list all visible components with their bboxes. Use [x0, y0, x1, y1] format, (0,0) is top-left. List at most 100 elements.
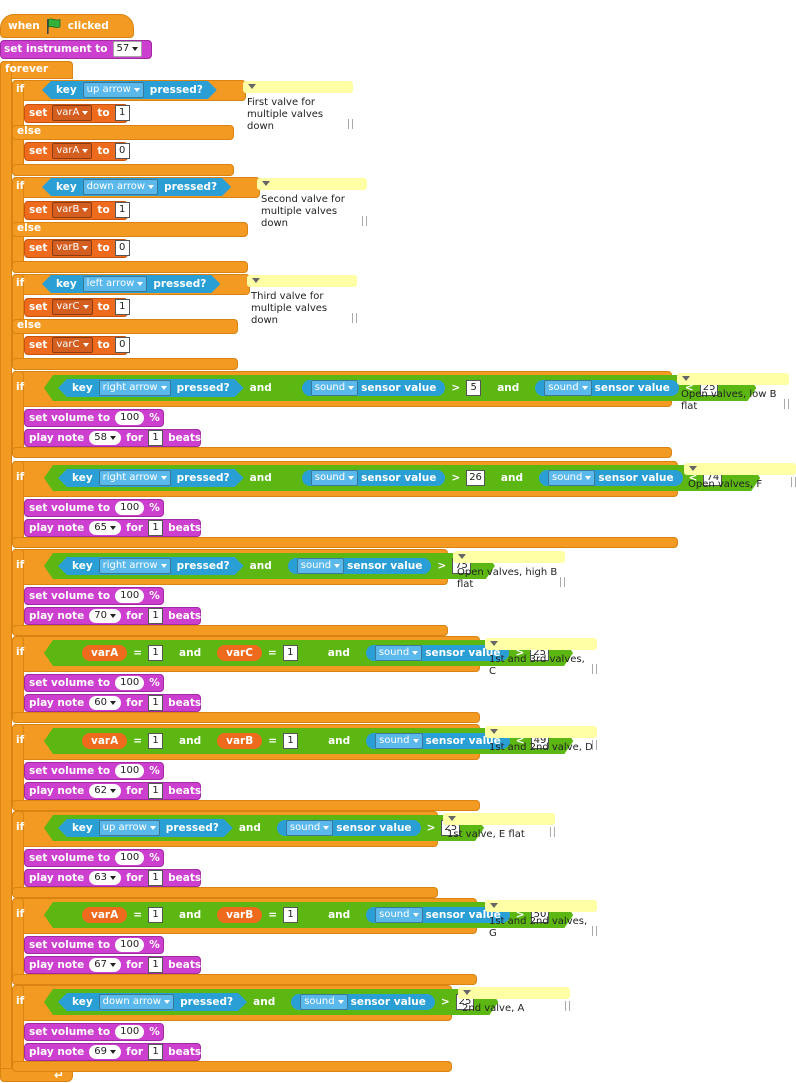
volume-field[interactable]: 100 [115, 1025, 145, 1039]
variable-dropdown[interactable]: varA [52, 143, 93, 159]
first-variable-reporter[interactable]: varA [82, 733, 127, 749]
beats-field[interactable]: 1 [148, 520, 164, 536]
comment-collapse-icon[interactable] [677, 373, 789, 385]
comment[interactable]: 1st valve, E flat [443, 813, 555, 841]
inner-key-dropdown[interactable]: up arrow [99, 820, 160, 836]
first-value-field[interactable]: 1 [148, 733, 163, 749]
first-sensor-dropdown[interactable]: sound [311, 470, 358, 486]
second-value-field[interactable]: 1 [283, 733, 298, 749]
second-sensor-dropdown[interactable]: sound [548, 470, 595, 486]
variable-dropdown[interactable]: varC [52, 337, 93, 353]
volume-field[interactable]: 100 [115, 938, 145, 952]
first-threshold-field[interactable]: 5 [466, 380, 481, 396]
second-sensor-dropdown[interactable]: sound [544, 380, 591, 396]
comment[interactable]: Open valves, F [684, 463, 796, 491]
instrument-dropdown[interactable]: 57 [112, 41, 143, 57]
volume-field[interactable]: 100 [115, 411, 145, 425]
comment[interactable]: 1st and 3rd valves, C [485, 638, 597, 678]
comment-collapse-icon[interactable] [684, 463, 796, 475]
variable-dropdown[interactable]: varB [52, 202, 93, 218]
comment[interactable]: First valve for multiple valves down [243, 81, 353, 133]
comment-resize-handle[interactable] [362, 216, 367, 226]
volume-field[interactable]: 100 [115, 501, 145, 515]
note-dropdown[interactable]: 58 [89, 431, 122, 445]
comment[interactable]: Third valve for multiple valves down [247, 275, 357, 327]
note-dropdown[interactable]: 65 [89, 521, 122, 535]
comment[interactable]: Open valves, high B flat [453, 551, 565, 591]
value-field[interactable]: 0 [114, 337, 130, 353]
when-flag-clicked-hat[interactable] [0, 14, 134, 38]
second-value-field[interactable]: 1 [283, 907, 298, 923]
variable-dropdown[interactable]: varC [52, 299, 93, 315]
note-dropdown[interactable]: 67 [89, 958, 122, 972]
comment[interactable]: 2nd valve, A [458, 987, 570, 1015]
first-equals-predicate[interactable]: varA=1 [72, 732, 173, 750]
first-equals-predicate[interactable]: varA=1 [72, 644, 173, 662]
second-equals-predicate[interactable]: varC=1 [207, 644, 308, 662]
comment[interactable]: Open valves, low B flat [677, 373, 789, 413]
volume-field[interactable]: 100 [115, 676, 145, 690]
sensor-dropdown[interactable]: sound [375, 907, 422, 923]
volume-field[interactable]: 100 [115, 589, 145, 603]
comment-collapse-icon[interactable] [243, 81, 353, 93]
note-dropdown[interactable]: 60 [89, 696, 122, 710]
inner-key-dropdown[interactable]: right arrow [99, 558, 171, 574]
key-dropdown[interactable]: up arrow [83, 82, 144, 98]
inner-key-dropdown[interactable]: down arrow [99, 994, 174, 1010]
comment-collapse-icon[interactable] [485, 726, 597, 738]
value-field[interactable]: 1 [114, 299, 130, 315]
value-field[interactable]: 1 [114, 202, 130, 218]
beats-field[interactable]: 1 [148, 1044, 164, 1060]
sensor-dropdown[interactable]: sound [297, 558, 344, 574]
comment[interactable]: Second valve for multiple valves down [257, 178, 367, 230]
first-sensor-dropdown[interactable]: sound [311, 380, 358, 396]
comment-resize-handle[interactable] [592, 926, 597, 936]
inner-key-dropdown[interactable]: right arrow [99, 380, 171, 396]
first-equals-predicate[interactable]: varA=1 [72, 906, 173, 924]
first-variable-reporter[interactable]: varA [82, 645, 127, 661]
volume-field[interactable]: 100 [115, 851, 145, 865]
inner-key-dropdown[interactable]: right arrow [99, 470, 171, 486]
comment-collapse-icon[interactable] [458, 987, 570, 999]
beats-field[interactable]: 1 [148, 957, 164, 973]
value-field[interactable]: 1 [114, 105, 130, 121]
key-dropdown[interactable]: down arrow [83, 179, 158, 195]
sensor-dropdown[interactable]: sound [286, 820, 333, 836]
comment[interactable]: 1st and 2nd valves, G [485, 900, 597, 940]
comment-resize-handle[interactable] [784, 399, 789, 409]
comment-resize-handle[interactable] [592, 664, 597, 674]
comment-resize-handle[interactable] [565, 1001, 570, 1011]
variable-dropdown[interactable]: varA [52, 105, 93, 121]
sensor-dropdown[interactable]: sound [375, 733, 422, 749]
comment-resize-handle[interactable] [791, 477, 796, 487]
sensor-dropdown[interactable]: sound [375, 645, 422, 661]
comment-resize-handle[interactable] [348, 119, 353, 129]
comment-collapse-icon[interactable] [485, 638, 597, 650]
